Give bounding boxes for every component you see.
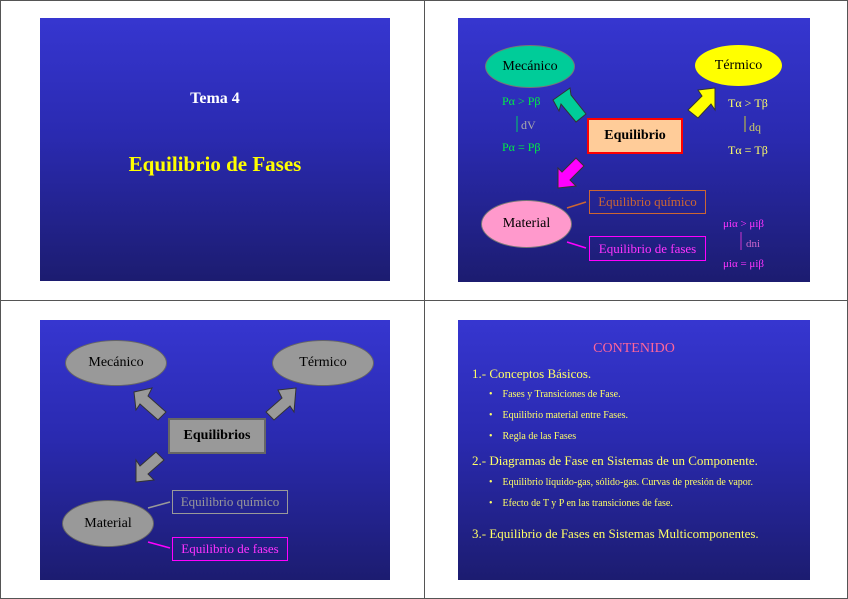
mecanico-ellipse: Mecánico <box>485 45 575 88</box>
slide-1: Tema 4 Equilibrio de Fases <box>40 18 390 281</box>
toc-item: 2.- Diagramas de Fase en Sistemas de un … <box>472 453 758 468</box>
toc-subitem: • Equilibrio líquido-gas, sólido-gas. Cu… <box>489 477 754 488</box>
material-ellipse: Material <box>481 200 572 248</box>
dv-label: dV <box>521 118 536 132</box>
equilibrio-fases-box: Equilibrio de fases <box>172 537 288 561</box>
toc-subitem: • Efecto de T y P en las transiciones de… <box>489 498 673 509</box>
material-ellipse: Material <box>62 500 154 547</box>
slide-2: Mecánico Térmico Equilibrio Material Equ… <box>458 18 810 282</box>
arrows <box>516 87 746 250</box>
contents-title: CONTENIDO <box>593 341 675 356</box>
toc-subitem: • Fases y Transiciones de Fase. <box>489 389 621 400</box>
toc-item: 1.- Conceptos Básicos. <box>472 366 592 381</box>
termico-ellipse: Térmico <box>695 45 782 86</box>
chemical-potential-equality: μiα = μiβ <box>723 258 764 270</box>
dq-label: dq <box>749 120 761 134</box>
equilibrio-quimico-box: Equilibrio químico <box>172 490 288 514</box>
temperature-equality: Tα = Tβ <box>728 143 768 157</box>
pressure-equality: Pα = Pβ <box>502 140 541 154</box>
toc-subitem: • Equilibrio material entre Fases. <box>489 410 629 421</box>
slide-4: CONTENIDO 1.- Conceptos Básicos. • Fases… <box>458 320 810 580</box>
toc-subitem: • Regla de las Fases <box>489 431 577 442</box>
divider <box>424 0 425 599</box>
mecanico-ellipse: Mecánico <box>65 340 167 386</box>
divider <box>0 300 848 301</box>
slide-3: Mecánico Térmico Equilibrios Material Eq… <box>40 320 390 580</box>
pressure-inequality: Pα > Pβ <box>502 94 541 108</box>
dn-label: dni <box>746 238 761 250</box>
equilibrio-box: Equilibrio <box>587 118 683 154</box>
slide-title: Equilibrio de Fases <box>128 152 302 176</box>
termico-ellipse: Térmico <box>272 340 374 386</box>
equilibrio-fases-box: Equilibrio de fases <box>589 236 706 261</box>
arrows <box>133 387 297 549</box>
equilibrio-quimico-box: Equilibrio químico <box>589 190 706 214</box>
slide-subtitle: Tema 4 <box>190 90 240 107</box>
temperature-inequality: Tα > Tβ <box>728 96 768 110</box>
toc-item: 3.- Equilibrio de Fases en Sistemas Mult… <box>472 526 759 541</box>
chemical-potential-inequality: μiα > μiβ <box>723 218 764 230</box>
equilibrios-box: Equilibrios <box>168 418 266 454</box>
